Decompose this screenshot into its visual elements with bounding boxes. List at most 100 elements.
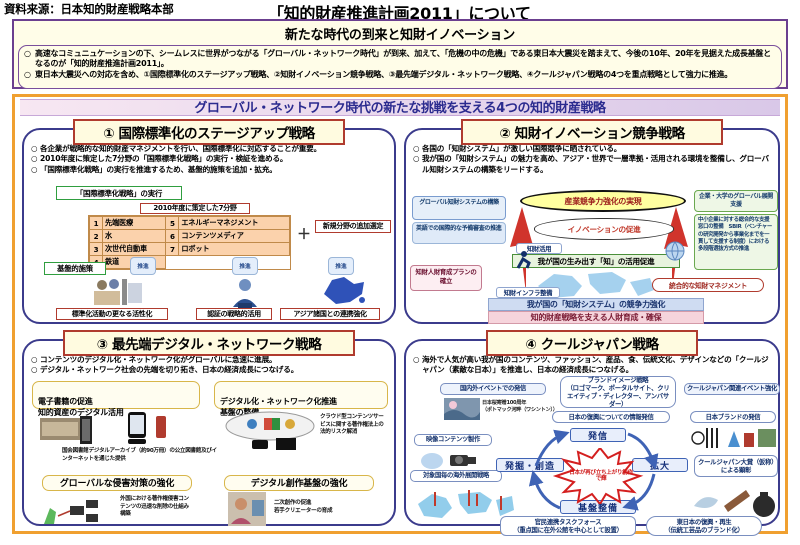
cherry-blossom-photo-icon [444, 398, 480, 420]
q2-global-ip-system-box: グローバル知財システムの構築 [412, 196, 506, 220]
q4-tag-east-japan-revival: 東日本の復興・再生 （伝統工芸品のブランド化） [646, 516, 762, 536]
q4-caption-cherry-blossom: 日本桜寄贈100周年 （ポトマック河畔（ワシントン）） [482, 400, 558, 413]
q1-bubble-promote-3: 推進 [328, 257, 354, 275]
takedown-flow-icon [44, 500, 98, 524]
q3-box-global-infringement: グローバルな侵害対策の強化 [42, 475, 192, 491]
q1-tag-asia-cooperation: アジア諸国との連携強化 [280, 308, 380, 320]
panel-2-title: ② 知財イノベーション競争戦略 [461, 119, 723, 145]
field-no: 7 [165, 242, 180, 256]
panel-bullet: ○ 各国の「知財システム」が激しい国際競争に晒されている。 [413, 144, 771, 154]
field-name: 水 [101, 229, 167, 243]
camera-equipment-icon [421, 453, 476, 469]
bullet-text: 各国の「知財システム」が激しい国際競争に晒されている。 [422, 144, 622, 153]
top-bullet: ○ 高速なコミュニュケーションの下、シームレスに世界がつながる「グローバル・ネッ… [24, 49, 776, 69]
q4-tag-domestic-events: 国内外イベントでの発信 [440, 383, 546, 395]
bullet-text: 各企業が戦略的な知的財産マネジメントを行い、国際標準化に対応することが重要。 [40, 144, 321, 153]
panel-bullet: ○ 「国際標準化戦略」の実行を推進するため、基盤的施策を追加・拡充。 [31, 165, 387, 175]
field-no: 5 [165, 216, 180, 230]
q2-innovation-cloud: イノベーションの促進 [534, 218, 674, 240]
panel-1-bullets: ○ 各企業が戦略的な知的財産マネジメントを行い、国際標準化に対応することが重要。… [24, 130, 394, 175]
q1-tag-certification-use: 認証の戦略的活用 [196, 308, 272, 320]
q3-caption-cloud: クラウド型コンテンツサービスに関する著作権法上の法的リスク解消 [320, 414, 384, 436]
table-row: 4 鉄道 [89, 255, 290, 269]
q2-ip-infra-tag: 知財インフラ整備 [496, 287, 560, 298]
bullet-mark: ○ [24, 49, 31, 58]
q4-label-video-content: 映像コンテンツ製作 [414, 434, 492, 446]
smartphone-icon [156, 416, 166, 438]
starburst-shape-icon [552, 448, 644, 504]
q1-seven-fields-table: 1 先端医療 5 エネルギーマネジメント 2 水 6 コンテンツメディア 3 次… [88, 215, 291, 270]
bullet-text: 東日本大震災への対応を含め、①国際標準化のステージアップ戦略、②知財イノベーショ… [35, 70, 733, 80]
q2-ip-system-strength-strip: 我が国の「知財システム」の競争力強化 [488, 298, 704, 311]
table-row: 1 先端医療 5 エネルギーマネジメント [89, 216, 290, 230]
panel-1-title: ① 国際標準化のステージアップ戦略 [73, 119, 345, 145]
q3-caption-library: 国会図書館デジタルアーカイブ（約90万冊）の公立図書館及びインターネットを通じた… [62, 448, 217, 462]
panel-2-bullets: ○ 各国の「知財システム」が激しい国際競争に晒されている。 ○ 我が国の「知財シ… [406, 130, 778, 175]
q4-tag-recovery-info: 日本の復興についての情報発信 [552, 411, 670, 423]
q2-chizai-use-tag: 知財活用 [516, 243, 562, 254]
field-no: 3 [89, 242, 103, 256]
table-row: 2 水 6 コンテンツメディア [89, 229, 290, 243]
q2-knowledge-use-strip: 我が国の生み出す「知」の活用促進 [512, 254, 680, 268]
bubble-label: 推進 [335, 264, 347, 270]
q1-tag-standardization-activity: 標準化活動の更なる活性化 [56, 308, 168, 320]
panel-bullet: ○ コンテンツのデジタル化・ネットワーク化がグローバルに急速に進展。 [31, 355, 387, 365]
q4-tag-revival-label: 東日本の復興・再生 （伝統工芸品のブランド化） [664, 518, 744, 534]
q1-bubble-promote-2: 推進 [232, 257, 258, 275]
field-no: 6 [165, 229, 180, 243]
q2-talent-development-strip: 知的財産戦略を支える人財育成・確保 [488, 311, 704, 324]
bullet-mark: ○ [31, 355, 38, 364]
bullet-mark: ○ [31, 154, 38, 164]
q3-box-digital-creation: デジタル創作基盤の強化 [224, 475, 374, 491]
q4-tag-brand-image-label: ブランドイメージ戦略 （ロゴマーク、ポータルサイト、クリエイティブ・ディレクター… [566, 376, 670, 408]
field-name: コンテンツメディア [178, 229, 290, 243]
bullet-text: 海外で人気が高い我が国のコンテンツ、ファッション、産品、食、伝統文化、デザインな… [422, 355, 769, 375]
q4-tag-cool-japan-award: クールジャパン大賞（仮称）による顕彰 [694, 455, 778, 477]
q4-tag-taskforce-label: 官民連携タスクフォース （重点国に在外公館を中心として設置） [513, 518, 623, 534]
panel-3-bullets: ○ コンテンツのデジタル化・ネットワーク化がグローバルに急速に進展。 ○ デジタ… [24, 341, 394, 376]
cloud-services-icon [225, 411, 315, 450]
q2-global-support-detail: 中小企業に対する総合的な支援窓口の整備 SBIR（ベンチャーの研究開発から事業化… [694, 214, 778, 270]
q1-plus-sign: ＋ [297, 227, 311, 243]
panel-bullet: ○ 各企業が戦略的な知的財産マネジメントを行い、国際標準化に対応することが重要。 [31, 144, 387, 154]
japan-brand-items-icon [691, 428, 776, 448]
q3-caption-secondary-creation: 二次創作の促進 若手クリエーターの育成 [274, 500, 333, 514]
globe-icon [665, 241, 685, 261]
q2-global-support-title: 企業・大学のグローバル展開支援 [698, 193, 774, 209]
top-summary-box: 新たな時代の到来と知財イノベーション ○ 高速なコミュニュケーションの下、シーム… [12, 19, 788, 89]
top-summary-bullets: ○ 高速なコミュニュケーションの下、シームレスに世界がつながる「グローバル・ネッ… [18, 45, 782, 89]
q4-tag-award-label: クールジャパン大賞（仮称）による顕彰 [698, 458, 774, 474]
table-row: 3 次世代自動車 7 ロボット [89, 242, 290, 256]
q3-box-ebook-label: 電子書籍の促進 知的資産のデジタル活用 [38, 397, 124, 418]
panel-bullet: ○ デジタル・ネットワーク社会の先端を切り拓き、日本の経済成長につなげる。 [31, 365, 387, 375]
traditional-crafts-icon [694, 490, 775, 517]
q1-green-box-strategy-execution: 「国際標準化戦略」の実行 [56, 186, 182, 200]
cycle-arrows-icon [528, 429, 659, 511]
panel-3-title: ③ 最先端デジタル・ネットワーク戦略 [63, 330, 355, 356]
bullet-text: 2010年度に策定した7分野の「国際標準化戦略」の実行・検証を進める。 [40, 154, 288, 164]
field-no: 1 [89, 216, 103, 230]
panel-4-bullets: ○ 海外で人気が高い我が国のコンテンツ、ファッション、産品、食、伝統文化、デザイ… [406, 341, 778, 376]
creator-at-work-icon [228, 492, 266, 526]
field-empty [165, 255, 180, 269]
panel-bullet: ○ 海外で人気が高い我が国のコンテンツ、ファッション、産品、食、伝統文化、デザイ… [413, 355, 771, 376]
q3-box-ebook-promotion: 電子書籍の促進 知的資産のデジタル活用 [32, 381, 200, 417]
field-name: エネルギーマネジメント [178, 216, 290, 230]
bullet-text: デジタル・ネットワーク社会の先端を切り拓き、日本の経済成長につなげる。 [40, 365, 299, 375]
library-archive-icon [40, 416, 92, 444]
bullet-text: 我が国の「知財システム」の魅力を高め、アジア・世界で一層準拠・活用される環境を整… [422, 154, 769, 174]
q2-global-ip-system-detail: 英語での国際的な予備審査の推進 [412, 222, 506, 244]
field-name: 先端医療 [101, 216, 167, 230]
q2-goal-ellipse: 産業競争力強化の実現 [520, 190, 686, 212]
q1-base-policy-box: 基盤的施策 [44, 262, 106, 275]
q2-global-ip-system-title: グローバル知財システムの構築 [419, 199, 499, 206]
q2-global-support-box: 企業・大学のグローバル展開支援 [694, 190, 778, 212]
q4-label-target-countries: 対象国毎の海外展開戦略 [410, 470, 502, 482]
q4-tag-taskforce: 官民連携タスクフォース （重点国に在外公館を中心として設置） [500, 516, 636, 536]
q2-global-support-body: 中小企業に対する総合的な支援窓口の整備 SBIR（ベンチャーの研究開発から事業化… [698, 217, 772, 253]
panel-4-title: ④ クールジャパン戦略 [486, 330, 698, 356]
bullet-mark: ○ [31, 144, 38, 153]
person-at-desk-icon [233, 279, 257, 308]
q4-tag-brand-image: ブランドイメージ戦略 （ロゴマーク、ポータルサイト、クリエイティブ・ディレクター… [560, 376, 676, 408]
panel-strategy-3: ③ 最先端デジタル・ネットワーク戦略 ○ コンテンツのデジタル化・ネットワーク化… [22, 330, 396, 526]
